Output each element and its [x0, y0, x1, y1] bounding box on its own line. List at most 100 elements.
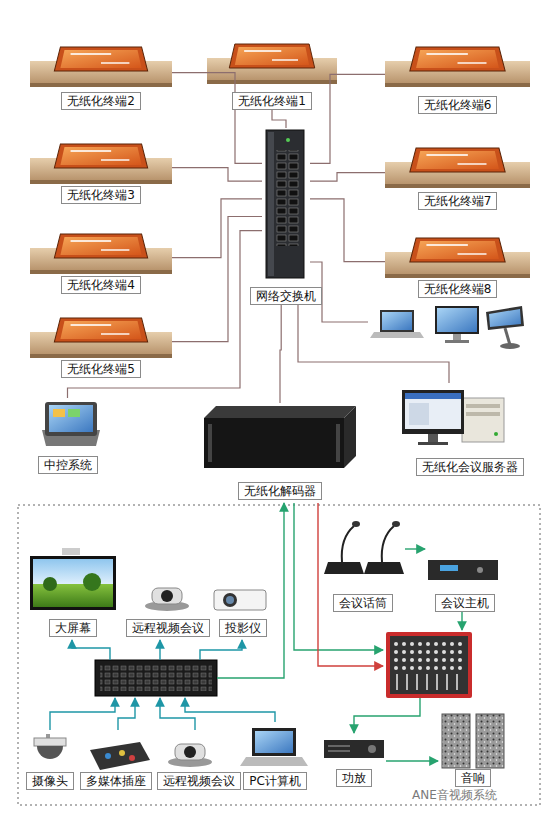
server-art: [402, 390, 464, 434]
device-label: 大屏幕: [49, 619, 97, 637]
decoder-art: [336, 424, 340, 462]
device-label: 远程视频会议: [157, 772, 241, 790]
network-link: [310, 173, 385, 182]
big-screen-art: [43, 577, 57, 591]
matrix-art: [100, 665, 212, 691]
network-switch-art: [276, 150, 300, 246]
client-devices-art: [435, 306, 479, 334]
device-node: 无纸化终端3: [30, 138, 172, 204]
client-devices-art: [380, 310, 414, 332]
dotted-frame: [18, 505, 540, 805]
network-switch-art: [266, 130, 304, 278]
watermark: ANE音视频系统: [412, 787, 497, 804]
client-devices-art: [500, 343, 520, 349]
device-label: PC计算机: [243, 772, 307, 790]
device-node: 无纸化终端4: [30, 228, 172, 294]
network-link: [172, 73, 262, 164]
network-link: [172, 217, 262, 342]
pc-art: [240, 728, 308, 766]
mixer-art: [426, 674, 428, 690]
video-conference-camera-art: [175, 744, 205, 760]
big-screen-art: [30, 548, 116, 610]
device-node: 功放: [322, 735, 386, 787]
mixer-art: [456, 674, 458, 690]
mixer-art: [386, 632, 472, 698]
matrix-output-wire: [72, 640, 110, 660]
client-devices-art: [505, 328, 510, 345]
matrix-output-wire: [159, 640, 160, 660]
device-label: 无纸化终端2: [61, 92, 141, 110]
device-label: 无纸化终端3: [61, 186, 141, 204]
device-label: 无纸化终端8: [418, 280, 498, 298]
dome-camera-art: [34, 738, 66, 746]
device-label: 多媒体插座: [80, 772, 152, 790]
decoder-art: [204, 406, 356, 468]
device-label: 无纸化终端7: [418, 192, 498, 210]
decoder-art: [204, 406, 356, 418]
speaker-art: [442, 714, 470, 768]
central-control-art: [53, 409, 65, 417]
device-node: 无纸化会议服务器: [400, 383, 540, 476]
terminal-art: [385, 238, 530, 278]
device-node: 投影仪: [212, 582, 274, 637]
signal-arrow: [386, 760, 438, 761]
device-node: 无纸化终端2: [30, 42, 172, 110]
amplifier-art: [324, 740, 384, 758]
terminal-art: [30, 234, 172, 274]
media-socket-art: [129, 755, 135, 761]
video-conference-camera-art: [168, 744, 212, 767]
projector-art: [223, 593, 237, 607]
server-art: [418, 442, 448, 445]
network-link: [280, 305, 281, 403]
device-label: 网络交换机: [250, 287, 322, 305]
audio-signal-wire: [461, 612, 462, 630]
terminal-art: [207, 44, 337, 84]
terminal-art: [385, 148, 530, 188]
device-node: 无纸化终端5: [30, 312, 172, 378]
audio-signal-wire: [318, 503, 383, 666]
terminal-art: [385, 47, 530, 87]
client-devices-art: [437, 308, 477, 332]
matrix-art: [95, 660, 217, 696]
big-screen-art: [62, 548, 80, 555]
matrix-input-wire: [50, 698, 275, 730]
device-label: 摄像头: [26, 772, 74, 790]
dome-camera-art: [37, 746, 63, 759]
microphone-art: [382, 526, 394, 562]
mixer-art: [392, 640, 466, 670]
video-conference-camera-art: [184, 746, 196, 758]
conference-host-art: [428, 560, 498, 580]
device-node: 会议主机: [425, 540, 505, 612]
network-link: [310, 199, 385, 262]
network-link: [272, 110, 286, 128]
speaker-art: [442, 714, 504, 768]
device-node: 多媒体插座: [80, 730, 152, 790]
network-switch-art: [286, 138, 290, 142]
pc-art: [240, 757, 308, 766]
device-node: 中控系统: [25, 398, 110, 474]
microphone-art: [324, 562, 364, 574]
matrix-input-wire: [160, 698, 195, 730]
device-label: 音响: [455, 769, 491, 787]
server-art: [405, 393, 461, 399]
device-node: 无纸化解码器: [200, 403, 360, 500]
projector-art: [214, 590, 266, 610]
device-node: 会议话筒: [320, 518, 405, 612]
device-node: PC计算机: [240, 722, 310, 790]
matrix-input-wire: [185, 698, 275, 722]
terminal-art: [30, 144, 172, 184]
dome-camera-art: [34, 734, 66, 759]
device-node: 远程视频会议: [158, 730, 240, 790]
amplifier-art: [328, 745, 350, 747]
video-conference-camera-art: [152, 588, 182, 604]
media-socket-art: [105, 753, 111, 759]
big-screen-art: [30, 556, 116, 610]
terminal-art: [30, 318, 172, 358]
mixer-art: [386, 632, 472, 698]
speaker-art: [476, 714, 504, 768]
audio-signal-wire: [217, 503, 284, 678]
device-label: 无纸化终端5: [61, 360, 141, 378]
client-devices-art: [453, 334, 461, 340]
device-label: 中控系统: [38, 456, 98, 474]
